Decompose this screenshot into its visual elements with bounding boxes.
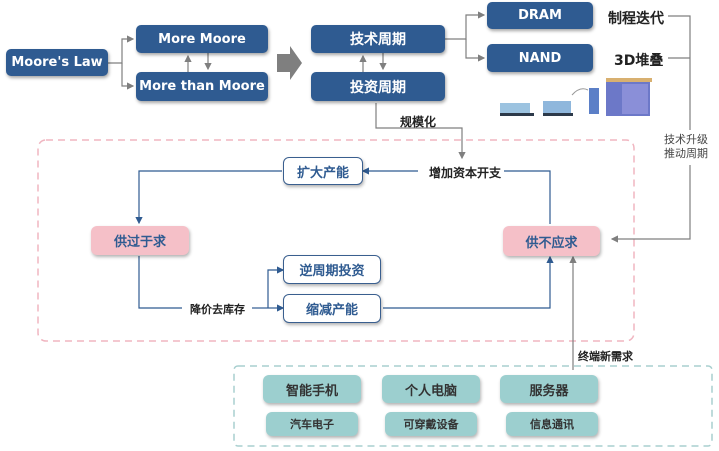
demand-server: 服务器 — [500, 375, 598, 403]
dram-box: DRAM — [487, 2, 593, 29]
more-moore-box: More Moore — [136, 25, 268, 53]
demand-pc: 个人电脑 — [382, 375, 480, 403]
demand-auto-electronics: 汽车电子 — [266, 412, 358, 436]
demand-smartphone: 智能手机 — [263, 375, 361, 403]
oversupply-box: 供过于求 — [91, 226, 189, 255]
process-iteration-label: 制程迭代 — [608, 11, 664, 27]
demand-wearables: 可穿戴设备 — [385, 412, 477, 436]
invest-cycle-box: 投资周期 — [311, 72, 445, 101]
expand-capacity-box: 扩大产能 — [283, 157, 363, 185]
tech-upgrade-line1: 技术升级 — [664, 133, 708, 146]
cut-capacity-box: 缩减产能 — [283, 294, 381, 323]
undersupply-box: 供不应求 — [503, 226, 600, 256]
increase-capex-label: 增加资本开支 — [429, 166, 502, 180]
scaling-label: 规模化 — [400, 115, 437, 129]
tech-cycle-box: 技术周期 — [311, 25, 445, 53]
demand-telecom: 信息通讯 — [506, 412, 598, 436]
more-than-moore-box: More than Moore — [136, 72, 268, 101]
destock-label: 降价去库存 — [190, 303, 245, 316]
nand-box: NAND — [487, 44, 593, 72]
tech-upgrade-line2: 推动周期 — [664, 147, 708, 160]
new-demand-label: 终端新需求 — [578, 350, 633, 363]
counter-cyclical-box: 逆周期投资 — [283, 255, 381, 284]
3d-stacking-label: 3D堆叠 — [614, 53, 664, 69]
tech-upgrade-label: 技术升级 推动周期 — [664, 133, 708, 161]
moores-law-box: Moore's Law — [6, 49, 108, 76]
nand-illustration — [500, 78, 652, 116]
